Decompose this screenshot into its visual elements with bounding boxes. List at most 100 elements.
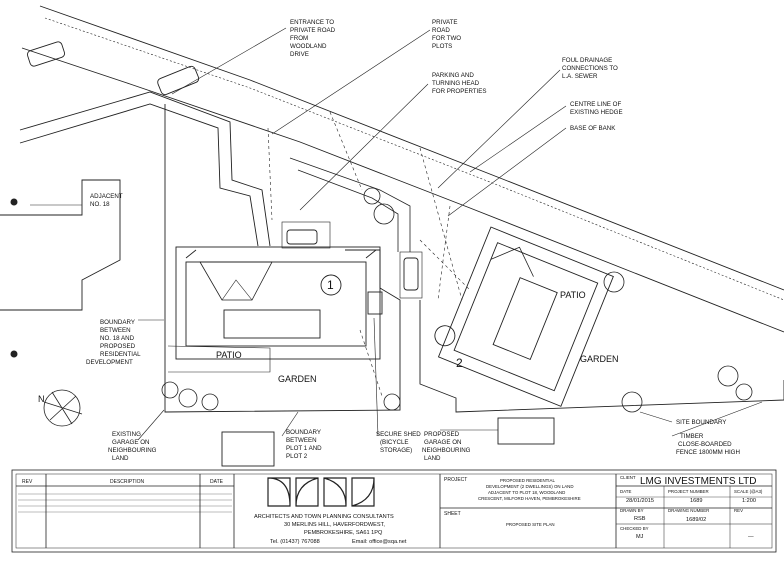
checked-by-label: CHECKED BY: [620, 526, 649, 531]
drawn-by: RSB: [634, 516, 646, 522]
annotation-entrance: ENTRANCE TO PRIVATE ROAD FROM WOODLAND D…: [290, 19, 336, 58]
punch-hole-bottom: [10, 350, 18, 358]
road-edge-lower: [21, 47, 784, 333]
svg-text:STORAGE): STORAGE): [380, 447, 412, 454]
leader-lines: [30, 27, 763, 441]
svg-text:PLOT 2: PLOT 2: [286, 453, 308, 460]
practice-tel: Tel. (01437) 767088: [270, 539, 320, 545]
date-label: DATE: [620, 489, 631, 494]
practice-email: Email: office@sqa.net: [352, 539, 407, 545]
description-header: DESCRIPTION: [110, 479, 145, 485]
trees: [161, 187, 753, 413]
svg-text:LAND: LAND: [112, 455, 129, 462]
svg-text:ROAD: ROAD: [432, 27, 450, 34]
svg-text:(BICYCLE: (BICYCLE: [380, 439, 409, 446]
sheet-label: SHEET: [444, 511, 461, 517]
rev-header: REV: [22, 479, 33, 485]
proposed-garage: [497, 417, 555, 445]
svg-text:EXISTING HEDGE: EXISTING HEDGE: [570, 109, 623, 116]
scale-value: 1:200: [742, 498, 756, 504]
project-number-label: PROJECT NUMBER: [668, 489, 709, 494]
house-plot-1: [175, 246, 381, 360]
car-on-road-1: [26, 41, 66, 67]
punch-hole-top: [10, 198, 18, 206]
svg-text:ENTRANCE TO: ENTRANCE TO: [290, 19, 334, 26]
annotation-timber-fence: TIMBER CLOSE-BOARDED FENCE 1800MM HIGH: [676, 433, 740, 456]
svg-text:PROPOSED: PROPOSED: [424, 431, 460, 438]
svg-text:TIMBER: TIMBER: [680, 433, 704, 440]
svg-text:FOR TWO: FOR TWO: [432, 35, 461, 42]
annotation-boundary-no18: BOUNDARY BETWEEN NO. 18 AND PROPOSED RES…: [86, 319, 141, 366]
annotation-private-road: PRIVATE ROAD FOR TWO PLOTS: [432, 19, 461, 50]
access-road: [19, 91, 271, 247]
svg-text:FOR PROPERTIES: FOR PROPERTIES: [432, 88, 487, 95]
svg-text:LAND: LAND: [424, 455, 441, 462]
plot-2-boundary: [419, 300, 784, 413]
svg-text:PARKING AND: PARKING AND: [432, 72, 474, 79]
svg-text:NEIGHBOURING: NEIGHBOURING: [108, 447, 157, 454]
hedge-centreline: [44, 17, 784, 301]
north-label: N: [38, 394, 45, 404]
client-name: LMG INVESTMENTS LTD: [640, 476, 757, 487]
svg-text:GARAGE ON: GARAGE ON: [112, 439, 149, 446]
house-plot-2: [434, 226, 614, 407]
plot-1-number: 1: [327, 278, 334, 292]
road-edge-upper: [39, 5, 784, 291]
rev-label: REV: [734, 508, 743, 513]
annotation-foul-drainage: FOUL DRAINAGE CONNECTIONS TO L.A. SEWER: [562, 57, 618, 80]
sheet-title: PROPOSED SITE PLAN: [506, 522, 555, 527]
annotation-secure-shed: SECURE SHED (BICYCLE STORAGE): [376, 431, 421, 454]
svg-text:NEIGHBOURING: NEIGHBOURING: [422, 447, 471, 454]
plot-2-number: 2: [456, 356, 463, 370]
project-number: 1689: [690, 498, 702, 504]
svg-text:RESIDENTIAL: RESIDENTIAL: [100, 351, 141, 358]
project-line-1: PROPOSED RESIDENTIAL: [500, 478, 555, 483]
svg-text:PROPOSED: PROPOSED: [100, 343, 136, 350]
drawing-number: 1689/02: [686, 517, 706, 523]
checked-by: MJ: [636, 534, 644, 540]
patio-label-plot-2: PATIO: [560, 290, 586, 300]
svg-text:BASE OF BANK: BASE OF BANK: [570, 125, 616, 132]
svg-text:DRIVE: DRIVE: [290, 51, 309, 58]
svg-text:FOUL DRAINAGE: FOUL DRAINAGE: [562, 57, 612, 64]
car-on-road-2: [157, 65, 200, 96]
svg-text:SECURE SHED: SECURE SHED: [376, 431, 421, 438]
date-value: 28/01/2015: [626, 498, 654, 504]
secure-shed: [367, 291, 383, 315]
svg-text:TURNING HEAD: TURNING HEAD: [432, 80, 480, 87]
project-label: PROJECT: [444, 477, 467, 483]
annotation-bank-base: BASE OF BANK: [570, 125, 616, 132]
garden-label-plot-1: GARDEN: [278, 374, 317, 384]
svg-text:CONNECTIONS TO: CONNECTIONS TO: [562, 65, 618, 72]
svg-text:PRIVATE ROAD: PRIVATE ROAD: [290, 27, 336, 34]
parking-bay-1: [281, 221, 331, 249]
date-header: DATE: [210, 479, 224, 485]
svg-text:SITE BOUNDARY: SITE BOUNDARY: [676, 419, 726, 426]
garden-label-plot-2: GARDEN: [580, 354, 619, 364]
project-line-2: DEVELOPMENT (2 DWELLINGS) ON LAND: [486, 484, 574, 489]
scale-label: SCALE (@A3): [734, 489, 763, 494]
annotation-hedge-centre: CENTRE LINE OF EXISTING HEDGE: [570, 101, 623, 116]
svg-text:PRIVATE: PRIVATE: [432, 19, 458, 26]
project-line-4: CRESCENT, MILFORD HAVEN, PEMBROKESHIRE: [478, 496, 581, 501]
svg-text:DEVELOPMENT: DEVELOPMENT: [86, 359, 133, 366]
svg-text:L.A. SEWER: L.A. SEWER: [562, 73, 598, 80]
drawn-by-label: DRAWN BY: [620, 508, 644, 513]
practice-address-2: PEMBROKESHIRE, SA61 1PQ: [304, 530, 383, 536]
svg-text:BETWEEN: BETWEEN: [286, 437, 317, 444]
annotation-adjacent: ADJACENT NO. 18: [90, 193, 123, 208]
svg-text:BETWEEN: BETWEEN: [100, 327, 131, 334]
site-drawing: [0, 5, 784, 467]
svg-text:NO. 18: NO. 18: [90, 201, 110, 208]
svg-text:NO. 18 AND: NO. 18 AND: [100, 335, 135, 342]
drawing-number-label: DRAWING NUMBER: [668, 508, 709, 513]
svg-text:FROM: FROM: [290, 35, 308, 42]
title-block: [11, 469, 777, 553]
plot-1-boundary: [164, 104, 401, 413]
parking-bay-2: [399, 251, 423, 299]
svg-text:BOUNDARY: BOUNDARY: [286, 429, 321, 436]
svg-text:PLOTS: PLOTS: [432, 43, 452, 50]
svg-text:CENTRE LINE OF: CENTRE LINE OF: [570, 101, 621, 108]
practice-address-1: 30 MERLINS HILL, HAVERFORDWEST,: [284, 522, 385, 528]
